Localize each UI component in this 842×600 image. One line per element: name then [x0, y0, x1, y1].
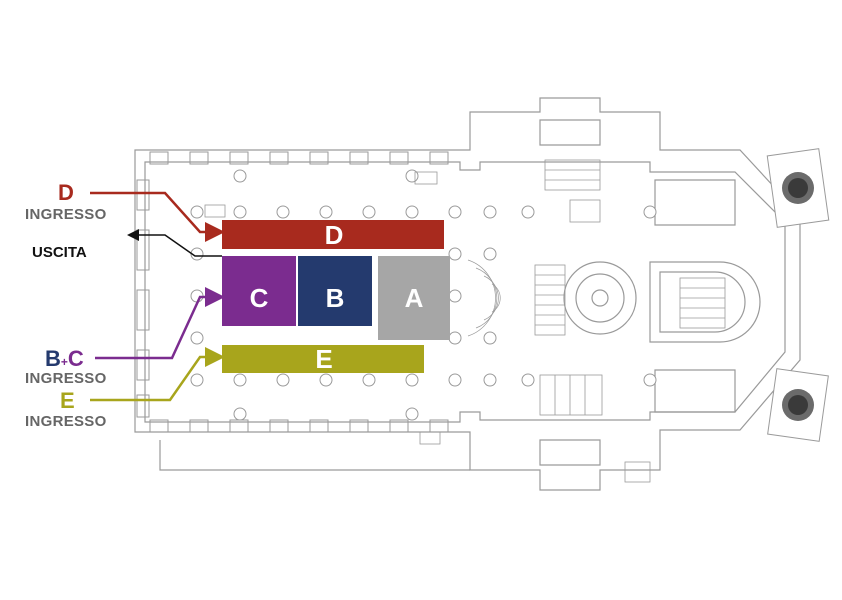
zone-a-label: A: [404, 283, 424, 313]
legend-e-ingresso: INGRESSO: [25, 413, 107, 430]
zone-b-label: B: [325, 283, 345, 313]
arrow-d-ingresso: [90, 191, 225, 242]
legend-e-letter: E: [60, 388, 75, 413]
zone-e-label: E: [315, 344, 333, 374]
legend-plus: +: [60, 355, 68, 369]
zone-c-area: [222, 256, 296, 326]
legend-c-letter: C: [67, 346, 84, 371]
legend-b-letter: B: [45, 346, 61, 371]
legend-d-ingresso: INGRESSO: [25, 206, 107, 223]
courtyard-plant-top: [766, 148, 830, 228]
arrow-uscita: [127, 229, 222, 257]
legend-bc: B+C: [45, 346, 84, 372]
building-walls: [134, 97, 801, 491]
zone-d-label: D: [324, 220, 344, 250]
legend-d-letter: D: [58, 180, 74, 205]
zone-b-area: [298, 256, 372, 326]
zone-e-area: [222, 345, 424, 373]
zone-d-area: [222, 220, 444, 249]
arrow-bc-ingresso: [95, 287, 225, 360]
zone-c-label: C: [249, 283, 269, 313]
courtyard-plant-bottom: [767, 368, 829, 442]
arrow-e-ingresso: [90, 347, 225, 402]
legend-bc-ingresso: INGRESSO: [25, 370, 107, 387]
zone-a-area: [378, 256, 450, 340]
legend-uscita: USCITA: [32, 244, 87, 261]
